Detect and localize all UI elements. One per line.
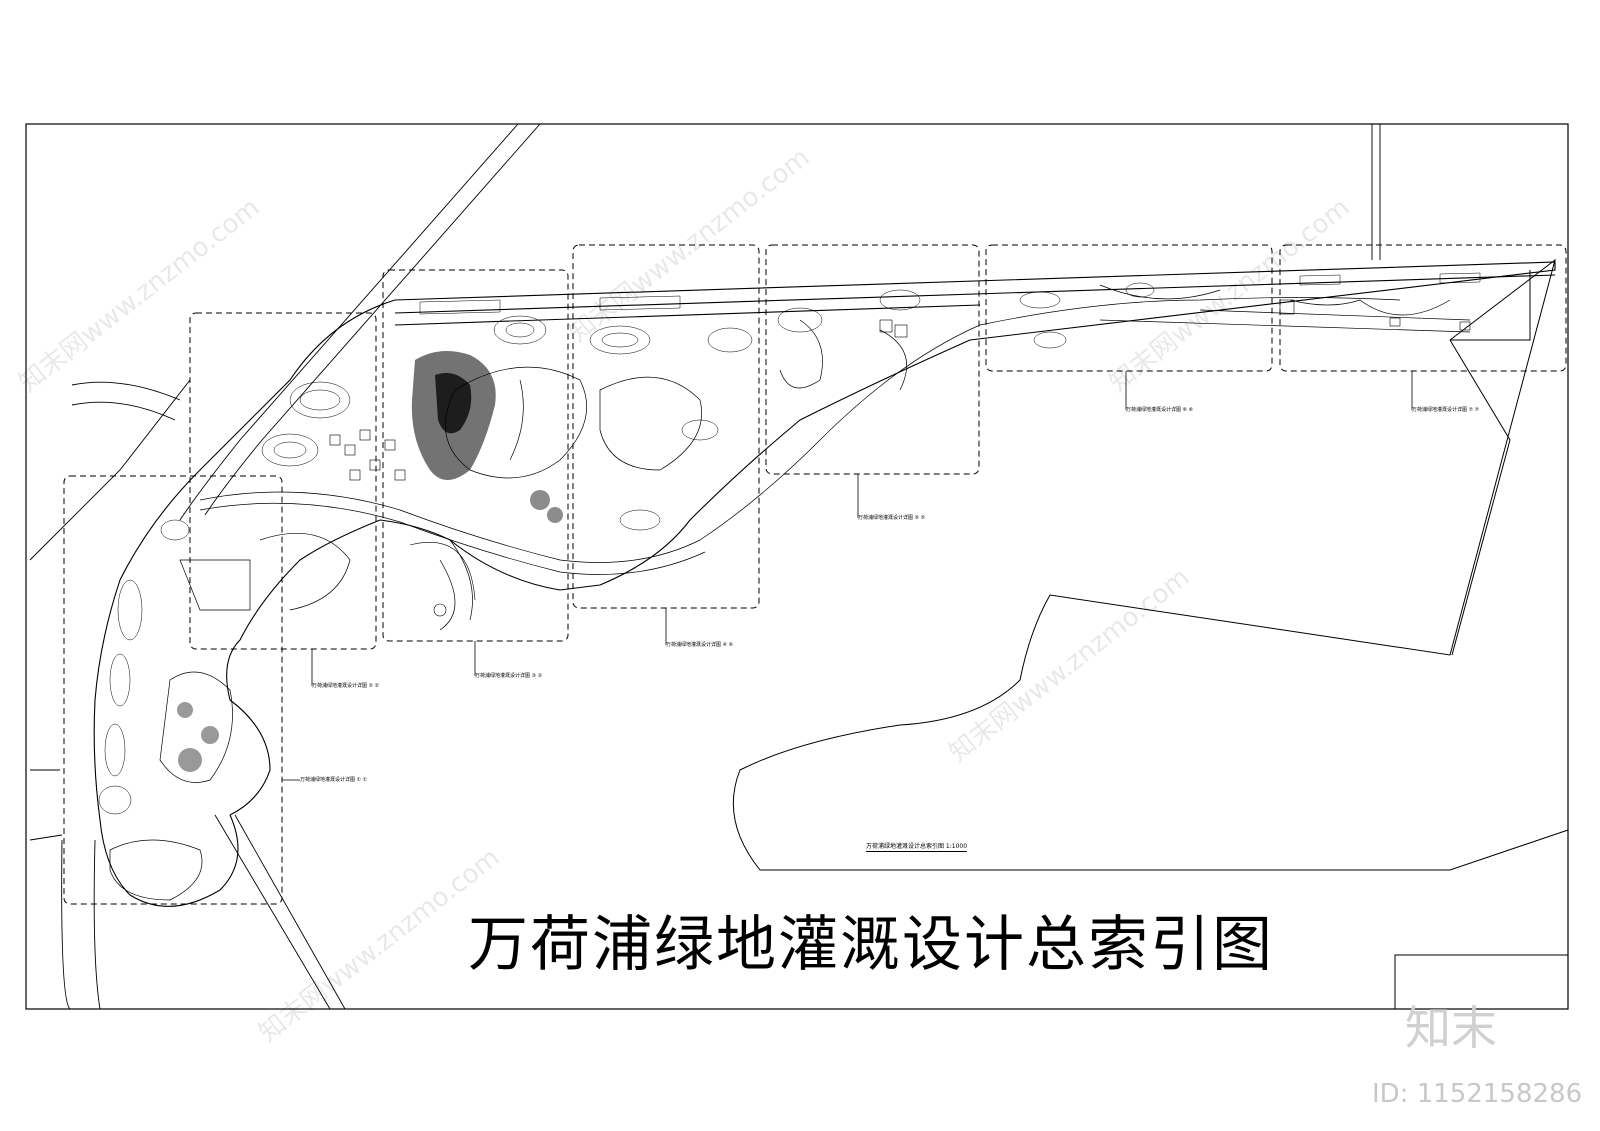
parking-strips — [419, 272, 1481, 315]
title-block-box — [1394, 954, 1568, 1009]
park-outline — [93, 261, 1556, 907]
circular-plaza — [409, 542, 476, 617]
index-sheet-frames — [63, 244, 1567, 905]
sheet-frame-2 — [189, 312, 377, 650]
sheet-caption-1: 万荷浦绿地灌溉设计详图 ① ① — [300, 777, 368, 783]
sheet-frame-1 — [63, 475, 283, 905]
building-blocks — [329, 299, 1471, 481]
drawing-frame — [25, 123, 1569, 1010]
sheet-caption-6: 万荷浦绿地灌溉设计详图 ⑥ ⑥ — [1126, 407, 1194, 413]
lawn-contours — [98, 282, 1155, 815]
image-id-label: ID: 1152158286 — [1372, 1079, 1583, 1109]
brand-logo: 知末 — [1405, 1001, 1497, 1055]
sheet-caption-4: 万荷浦绿地灌溉设计详图 ④ ④ — [666, 642, 734, 648]
sheet-caption-7: 万荷浦绿地灌溉设计详图 ⑦ ⑦ — [1412, 407, 1480, 413]
road-lines — [29, 123, 1381, 1010]
sheet-caption-5: 万荷浦绿地灌溉设计详图 ⑤ ⑤ — [858, 515, 926, 521]
sheet-frame-5 — [765, 244, 980, 475]
leader-lines — [282, 371, 1413, 781]
site-boundary — [732, 258, 1569, 871]
garden-paths — [109, 284, 1471, 901]
sheet-caption-2: 万荷浦绿地灌溉设计详图 ② ② — [312, 683, 380, 689]
sheet-frame-3 — [382, 269, 569, 642]
rockery-mass — [177, 351, 563, 772]
sheet-frame-7 — [1279, 244, 1567, 372]
sheet-caption-3: 万荷浦绿地灌溉设计详图 ③ ③ — [475, 673, 543, 679]
sheet-frame-6 — [985, 244, 1273, 372]
scale-caption: 万荷浦绿地灌溉设计总索引图 1:1000 — [866, 843, 968, 852]
drawing-title: 万荷浦绿地灌溉设计总索引图 — [468, 910, 1274, 980]
